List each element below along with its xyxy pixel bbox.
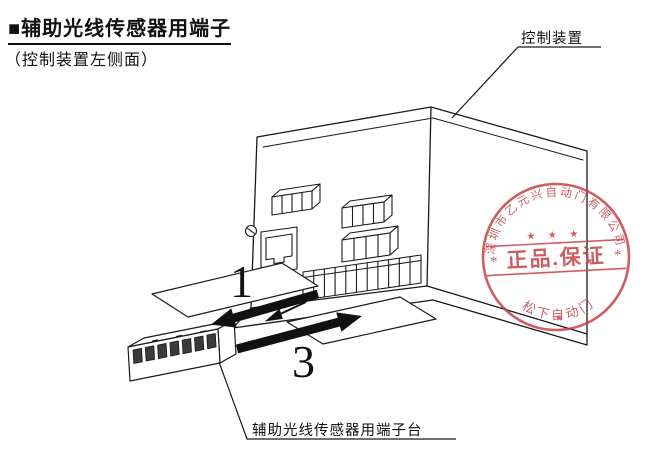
insert-arrow-icon <box>235 312 362 354</box>
small-connector-3 <box>341 225 399 263</box>
remove-arrow-icon <box>210 289 320 328</box>
terminal-block-top-marks <box>151 330 207 342</box>
stamp-stars: ★ ★ ★ <box>526 229 583 243</box>
socket-plate-2 <box>286 296 437 345</box>
terminal-block-holes <box>132 333 217 364</box>
device-top-edge <box>262 117 584 161</box>
stamp-star-bottom: ★ <box>555 313 564 323</box>
small-connector-2 <box>341 194 393 229</box>
stamp-star-left: * <box>490 254 498 270</box>
screw-icon <box>244 224 258 238</box>
control-device-label: 控制装置 <box>521 31 583 47</box>
stamp-band-line-bottom <box>486 267 627 277</box>
stamp-circle <box>481 182 631 332</box>
small-connector-1 <box>271 183 321 216</box>
page-subtitle: （控制装置左侧面） <box>5 52 159 69</box>
terminal-block <box>127 319 237 382</box>
step-number-1: 1 <box>230 256 253 307</box>
page-title: ■辅助光线传感器用端子 <box>8 12 232 45</box>
small-arrow-icon <box>264 301 307 322</box>
stamp-band-line-top <box>486 238 625 248</box>
terminal-block-label: 辅助光线传感器用端子台 <box>252 423 423 439</box>
socket-plate-1 <box>151 262 319 318</box>
step-number-3: 3 <box>292 336 315 387</box>
stamp-band-text: 正品.保证 <box>506 243 606 272</box>
rj45-jack <box>260 226 298 275</box>
device-ridge-edge <box>426 106 432 287</box>
stamp-star-right: * <box>614 248 622 264</box>
control-device-leader-line <box>451 46 601 119</box>
terminal-block-leader-line <box>218 361 456 440</box>
